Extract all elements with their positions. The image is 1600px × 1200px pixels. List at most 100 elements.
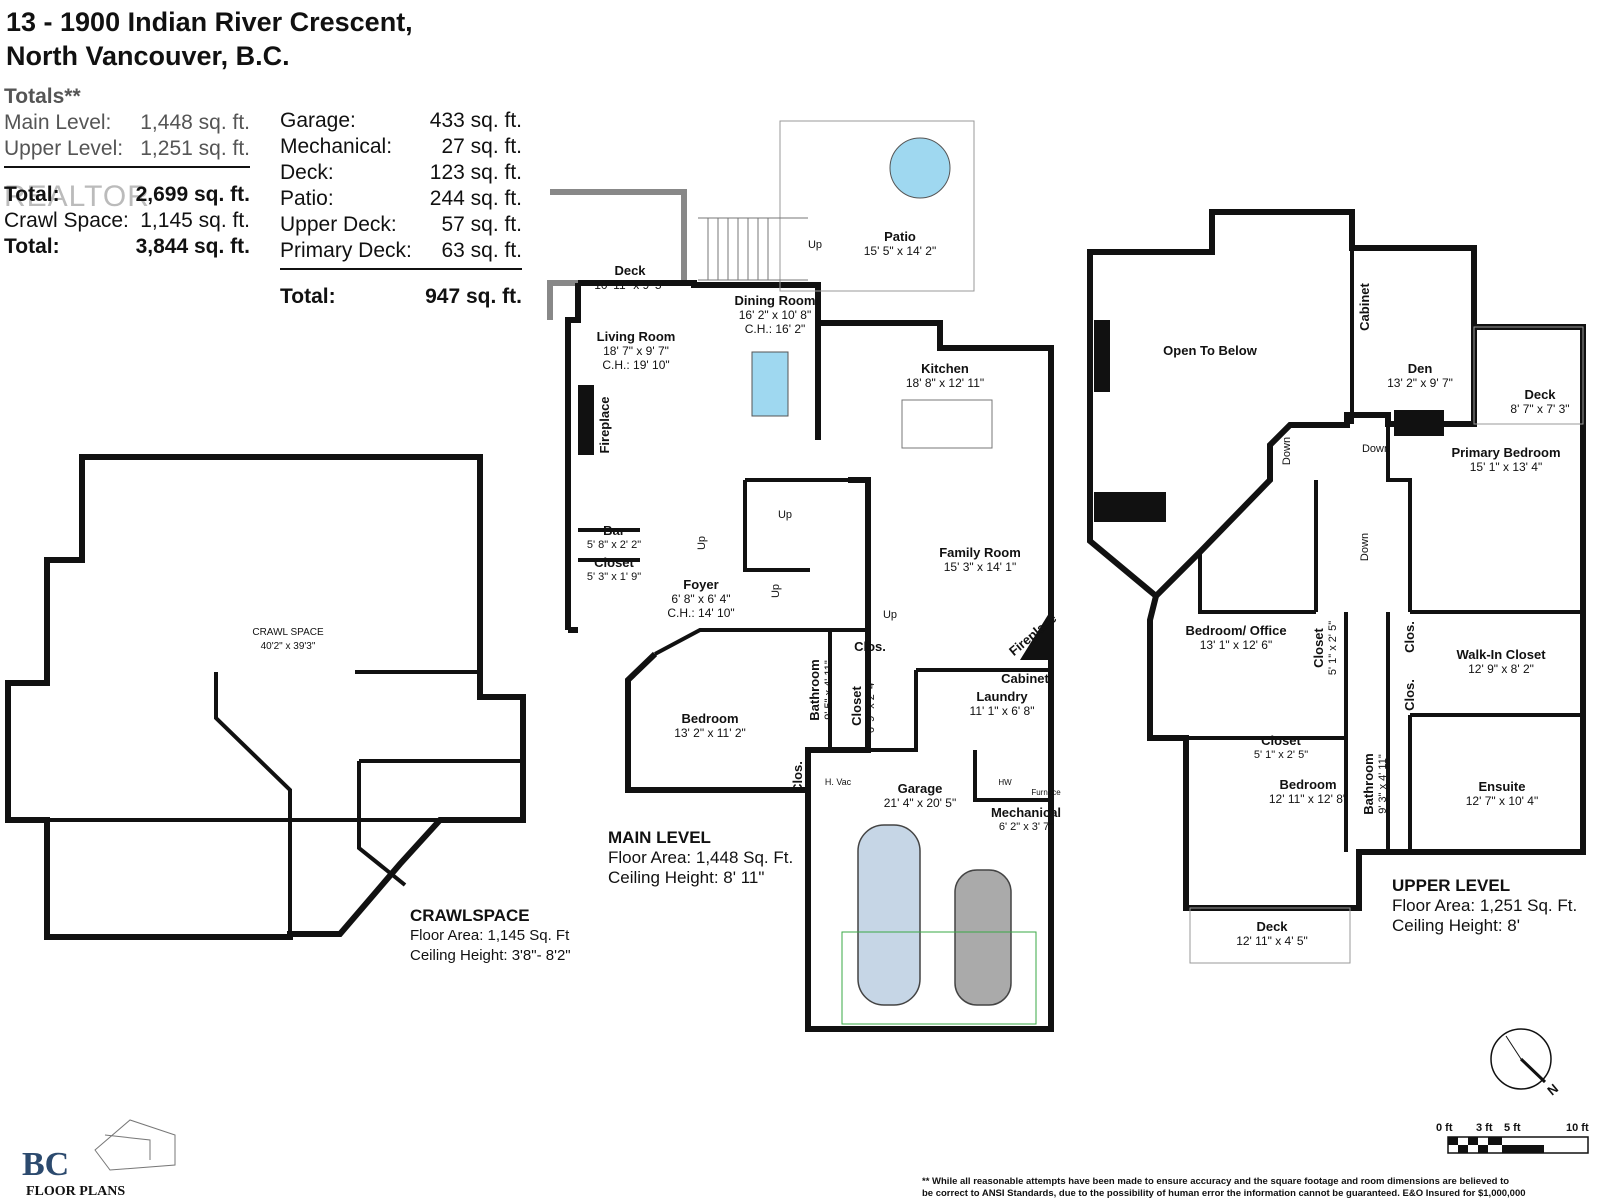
room-name: Clos. <box>1402 621 1417 653</box>
scale-label: 0 ft <box>1436 1122 1453 1134</box>
level-heading: CRAWLSPACE <box>410 906 530 925</box>
room-dims: 6' 2" x 3' 7" <box>998 821 1054 833</box>
main-level-info: MAIN LEVEL Floor Area: 1,448 Sq. Ft. Cei… <box>608 828 793 888</box>
crawlspace-level-info: CRAWLSPACE Floor Area: 1,145 Sq. Ft Ceil… <box>410 906 571 966</box>
total-label: Mechanical: <box>280 135 393 158</box>
room-name: Patio <box>884 229 916 244</box>
room-name: Deck <box>1524 387 1556 402</box>
total-value: 244 sq. ft. <box>429 187 522 210</box>
room-dims: 11' 1" x 6' 8" <box>969 704 1035 718</box>
total-value: 63 sq. ft. <box>441 239 522 262</box>
total-value: 1,448 sq. ft. <box>140 111 250 134</box>
scale-label: 3 ft <box>1476 1122 1493 1134</box>
room-dims: 15' 3" x 14' 1" <box>943 560 1017 574</box>
total-label: Total: <box>4 183 60 206</box>
total-label: Patio: <box>280 187 334 210</box>
realtor-watermark: REALTOR <box>4 180 150 213</box>
room-name: Kitchen <box>921 361 969 376</box>
total-row: Upper Deck:57 sq. ft. <box>280 212 522 238</box>
room-name: Clos. <box>854 639 886 654</box>
upper-walls <box>1087 209 1477 601</box>
main-clos1-label: Clos. <box>850 640 890 654</box>
total-label: Main Level: <box>4 111 112 134</box>
room-name: Deck <box>614 263 646 278</box>
crawlspace-walls <box>5 454 526 940</box>
total-row: Crawl Space:1,145 sq. ft. <box>4 208 250 234</box>
scale-label: 10 ft <box>1566 1122 1589 1134</box>
room-name: Ensuite <box>1478 779 1526 794</box>
total-row: Total:947 sq. ft. <box>280 284 522 310</box>
total-value: 123 sq. ft. <box>429 161 522 184</box>
up-label: Up <box>696 535 708 551</box>
level-heading: UPPER LEVEL <box>1392 876 1511 895</box>
logo-bc: BC <box>22 1146 70 1183</box>
room-name: Bedroom <box>681 711 739 726</box>
disclaimer-footnote: ** While all reasonable attempts have be… <box>922 1176 1592 1200</box>
room-dims: 13' 2" x 11' 2" <box>674 726 746 740</box>
patio-stairs <box>698 217 808 281</box>
room-name: Primary Bedroom <box>1451 445 1561 460</box>
room-dims: 18' 7" x 9' 7" <box>603 344 669 358</box>
patio-table <box>889 137 951 199</box>
garage-area <box>841 931 1037 1025</box>
level-area: Floor Area: 1,448 Sq. Ft. <box>608 848 794 867</box>
room-name: Cabinet <box>1001 671 1049 686</box>
total-value: 433 sq. ft. <box>429 109 522 132</box>
main-deck-walls <box>547 189 687 320</box>
room-dims: 12' 11" x 4' 5" <box>1236 934 1308 948</box>
upper-clos2-label: Clos. <box>1402 677 1417 713</box>
family-fireplace-block <box>1020 610 1051 660</box>
hw-label: HW <box>998 778 1012 787</box>
room-name: Bathroom <box>1361 753 1376 815</box>
main-inner-walls <box>578 478 1051 802</box>
total-value: 27 sq. ft. <box>441 135 522 158</box>
living-fireplace-label: Fireplace <box>597 390 612 460</box>
room-name: Bedroom/ Office <box>1185 623 1287 638</box>
totals-right: Garage:433 sq. ft. Mechanical:27 sq. ft.… <box>280 108 522 310</box>
total-label: Upper Deck: <box>280 213 397 236</box>
kitchen-island <box>901 399 993 449</box>
room-dims: 10' 11" x 9' 5" <box>594 278 666 292</box>
totals-left: Totals** Main Level:1,448 sq. ft. Upper … <box>4 84 250 260</box>
footnote-line: be correct to ANSI Standards, due to the… <box>922 1188 1526 1199</box>
living-fireplace-block <box>578 385 594 455</box>
room-name: Walk-In Closet <box>1456 647 1546 662</box>
up-label: Up <box>807 239 823 251</box>
upper-inner-walls <box>1186 248 1583 852</box>
room-dims: 6' 9" x 2' 4" <box>865 678 877 734</box>
room-dims: 5' 1" x 2' 5" <box>1253 749 1309 761</box>
room-name: Bedroom <box>1279 777 1337 792</box>
total-label: Total: <box>4 235 60 258</box>
room-dims: 40'2" x 39'3" <box>260 641 316 652</box>
room-name: Mechanical <box>990 805 1062 820</box>
room-name: Living Room <box>596 329 676 344</box>
room-name: Cabinet <box>1357 283 1372 331</box>
main-clos2-label: Clos. <box>790 757 805 797</box>
room-name: Fireplace <box>597 396 612 454</box>
level-height: Ceiling Height: 8' 11" <box>608 868 765 887</box>
room-name: Deck <box>1256 919 1288 934</box>
room-name: Closet <box>1261 733 1301 748</box>
main-walls <box>565 280 1054 1032</box>
total-value: 947 sq. ft. <box>425 285 522 308</box>
total-label: Primary Deck: <box>280 239 412 262</box>
compass-circle <box>1490 1028 1552 1090</box>
room-name: CRAWL SPACE <box>252 627 324 638</box>
hvac-label: H. Vac <box>824 777 852 787</box>
room-name: Dining Room <box>734 293 816 308</box>
patio-outline <box>779 120 975 292</box>
